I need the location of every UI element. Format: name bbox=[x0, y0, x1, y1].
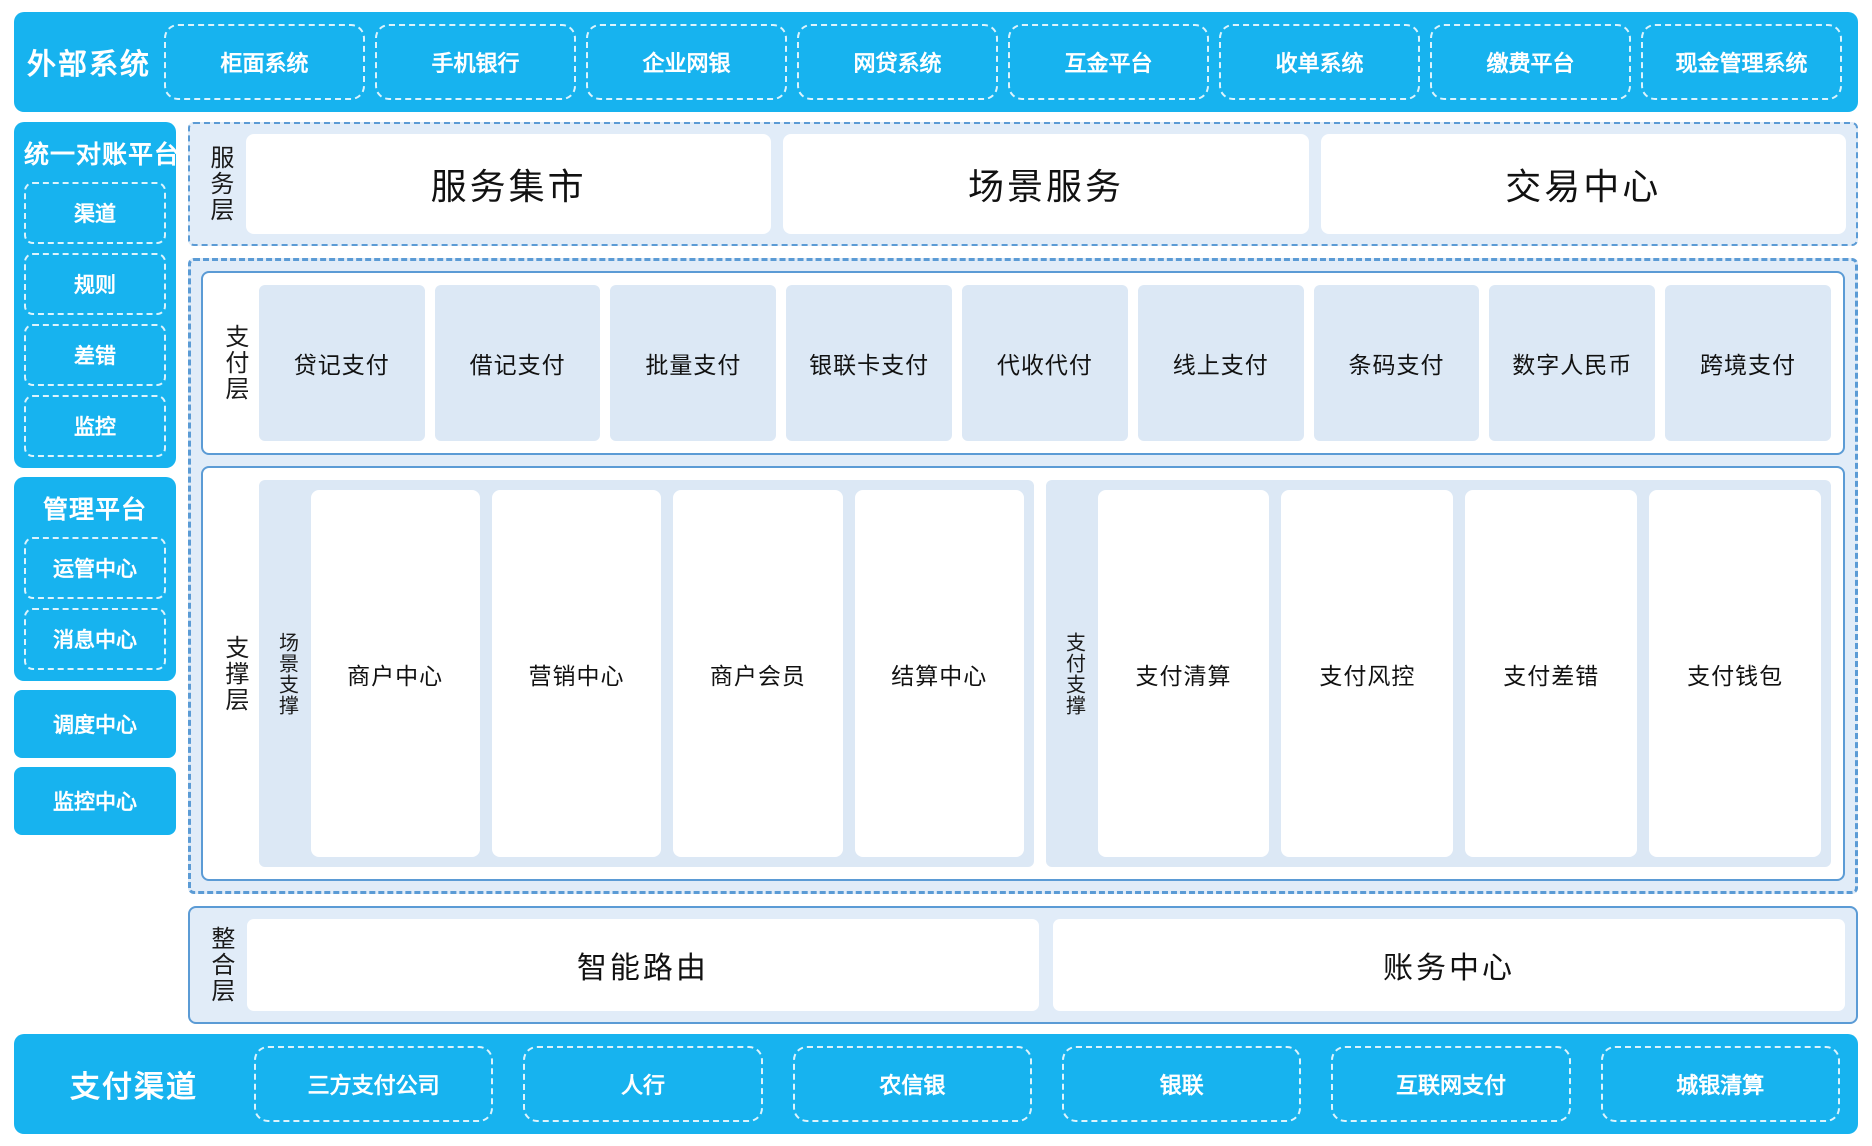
support-group-scenario: 场景支撑 商户中心 营销中心 商户会员 结算中心 bbox=[258, 480, 1034, 867]
middle-region: 统一对账平台 渠道 规则 差错 监控 管理平台 运管中心 消息中心 调度中心 监… bbox=[14, 122, 1858, 1024]
payment-channel-item-pboc[interactable]: 人行 bbox=[523, 1046, 763, 1122]
mgmt-item-operations[interactable]: 运管中心 bbox=[24, 537, 166, 599]
payment-item-credit[interactable]: 贷记支付 bbox=[258, 285, 425, 441]
payment-item-collection-payment[interactable]: 代收代付 bbox=[962, 285, 1128, 441]
external-system-item[interactable]: 现金管理系统 bbox=[1641, 24, 1842, 100]
payment-layer-section: 支付层 贷记支付 借记支付 批量支付 银联卡支付 代收代付 线上支付 条码支付 … bbox=[201, 271, 1845, 455]
integration-item-smart-routing[interactable]: 智能路由 bbox=[246, 919, 1039, 1011]
support-item-settlement-center[interactable]: 结算中心 bbox=[854, 490, 1024, 857]
support-group-payment: 支付支撑 支付清算 支付风控 支付差错 支付钱包 bbox=[1045, 480, 1831, 867]
payment-layer-list: 贷记支付 借记支付 批量支付 银联卡支付 代收代付 线上支付 条码支付 数字人民… bbox=[258, 285, 1831, 441]
payment-item-digital-rmb[interactable]: 数字人民币 bbox=[1489, 285, 1656, 441]
payment-channel-item-internet-payment[interactable]: 互联网支付 bbox=[1331, 1046, 1571, 1122]
payment-channel-item-third-party[interactable]: 三方支付公司 bbox=[254, 1046, 494, 1122]
recon-platform-title: 统一对账平台 bbox=[24, 141, 181, 169]
external-system-item[interactable]: 柜面系统 bbox=[164, 24, 365, 100]
external-system-item[interactable]: 手机银行 bbox=[375, 24, 576, 100]
rail-item-scheduler-center[interactable]: 调度中心 bbox=[14, 690, 176, 758]
recon-item-monitor[interactable]: 监控 bbox=[24, 395, 166, 457]
external-system-item[interactable]: 企业网银 bbox=[586, 24, 787, 100]
payment-item-unionpay-card[interactable]: 银联卡支付 bbox=[786, 285, 953, 441]
recon-item-error[interactable]: 差错 bbox=[24, 324, 166, 386]
external-systems-list: 柜面系统 手机银行 企业网银 网贷系统 互金平台 收单系统 缴费平台 现金管理系… bbox=[164, 24, 1842, 100]
support-item-marketing-center[interactable]: 营销中心 bbox=[491, 490, 662, 857]
payment-item-batch[interactable]: 批量支付 bbox=[610, 285, 777, 441]
payment-item-debit[interactable]: 借记支付 bbox=[434, 285, 601, 441]
external-system-item[interactable]: 网贷系统 bbox=[797, 24, 998, 100]
rail-item-monitor-center[interactable]: 监控中心 bbox=[14, 767, 176, 835]
service-layer-section: 服务层 服务集市 场景服务 交易中心 bbox=[188, 122, 1858, 246]
payment-item-online[interactable]: 线上支付 bbox=[1137, 285, 1304, 441]
integration-item-accounting-center[interactable]: 账务中心 bbox=[1052, 919, 1845, 1011]
support-group-payment-label: 支付支撑 bbox=[1062, 631, 1085, 716]
payment-item-cross-border[interactable]: 跨境支付 bbox=[1665, 285, 1831, 441]
external-system-item[interactable]: 互金平台 bbox=[1008, 24, 1209, 100]
support-layer-label: 支撑层 bbox=[220, 634, 248, 713]
support-group-scenario-label: 场景支撑 bbox=[275, 631, 298, 716]
payment-channel-item-rcc[interactable]: 农信银 bbox=[792, 1046, 1032, 1122]
integration-layer-section: 整合层 智能路由 账务中心 bbox=[188, 906, 1858, 1024]
payment-channel-item-city-bank-clearing[interactable]: 城银清算 bbox=[1600, 1046, 1840, 1122]
support-layer-groups: 场景支撑 商户中心 营销中心 商户会员 结算中心 支付支撑 支付清算 bbox=[258, 480, 1831, 867]
support-item-payment-clearing[interactable]: 支付清算 bbox=[1097, 490, 1270, 857]
integration-layer-label: 整合层 bbox=[206, 926, 234, 1004]
support-item-merchant-center[interactable]: 商户中心 bbox=[310, 490, 480, 857]
payment-channel-bar: 支付渠道 三方支付公司 人行 农信银 银联 互联网支付 城银清算 bbox=[14, 1034, 1858, 1134]
recon-item-channel[interactable]: 渠道 bbox=[24, 182, 166, 244]
service-card-transaction[interactable]: 交易中心 bbox=[1320, 134, 1846, 234]
support-group-scenario-list: 商户中心 营销中心 商户会员 结算中心 bbox=[310, 490, 1024, 857]
core-layers-section: 支付层 贷记支付 借记支付 批量支付 银联卡支付 代收代付 线上支付 条码支付 … bbox=[188, 258, 1858, 894]
external-systems-title: 外部系统 bbox=[26, 49, 151, 81]
support-group-payment-list: 支付清算 支付风控 支付差错 支付钱包 bbox=[1097, 490, 1822, 857]
external-system-item[interactable]: 缴费平台 bbox=[1430, 24, 1631, 100]
support-layer-section: 支撑层 场景支撑 商户中心 营销中心 商户会员 结算中心 bbox=[201, 466, 1845, 881]
support-item-merchant-member[interactable]: 商户会员 bbox=[673, 490, 843, 857]
service-layer-label: 服务层 bbox=[205, 145, 233, 223]
payment-layer-label: 支付层 bbox=[220, 324, 248, 402]
payment-channel-title: 支付渠道 bbox=[70, 1071, 198, 1104]
support-item-payment-wallet[interactable]: 支付钱包 bbox=[1649, 490, 1822, 857]
payment-item-barcode[interactable]: 条码支付 bbox=[1313, 285, 1480, 441]
service-card-scenario[interactable]: 场景服务 bbox=[783, 134, 1309, 234]
recon-item-rule[interactable]: 规则 bbox=[24, 253, 166, 315]
support-item-payment-risk[interactable]: 支付风控 bbox=[1281, 490, 1454, 857]
mgmt-platform-block: 管理平台 运管中心 消息中心 bbox=[14, 477, 176, 681]
left-rail: 统一对账平台 渠道 规则 差错 监控 管理平台 运管中心 消息中心 调度中心 监… bbox=[14, 122, 181, 1024]
layers-stack: 服务层 服务集市 场景服务 交易中心 支付层 贷记支付 借记支付 批量支付 银联… bbox=[188, 122, 1858, 1024]
recon-platform-block: 统一对账平台 渠道 规则 差错 监控 bbox=[14, 122, 181, 468]
payment-channel-list: 三方支付公司 人行 农信银 银联 互联网支付 城银清算 bbox=[254, 1046, 1840, 1122]
mgmt-platform-title: 管理平台 bbox=[42, 496, 147, 524]
integration-layer-list: 智能路由 账务中心 bbox=[246, 919, 1845, 1011]
support-item-payment-error[interactable]: 支付差错 bbox=[1465, 490, 1638, 857]
service-layer-list: 服务集市 场景服务 交易中心 bbox=[245, 134, 1846, 234]
payment-channel-item-unionpay[interactable]: 银联 bbox=[1061, 1046, 1302, 1122]
service-card-market[interactable]: 服务集市 bbox=[245, 134, 772, 234]
external-systems-bar: 外部系统 柜面系统 手机银行 企业网银 网贷系统 互金平台 收单系统 缴费平台 … bbox=[14, 12, 1858, 112]
mgmt-item-message[interactable]: 消息中心 bbox=[24, 608, 166, 670]
external-system-item[interactable]: 收单系统 bbox=[1219, 24, 1420, 100]
